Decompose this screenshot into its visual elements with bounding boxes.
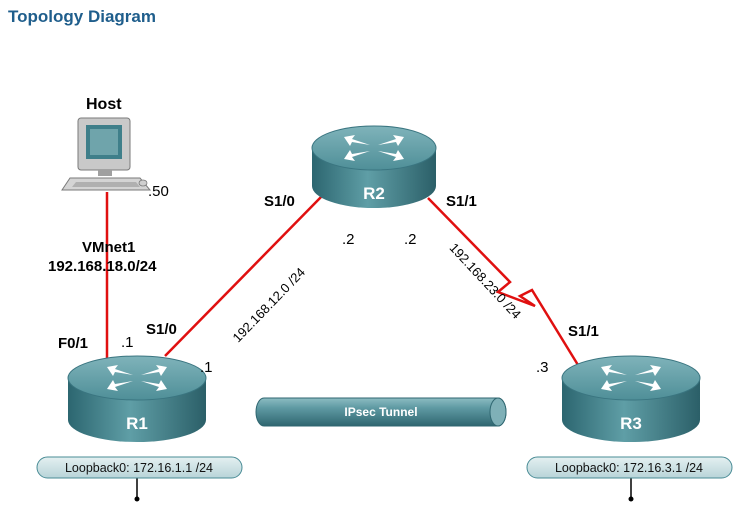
r3-s11-address: .3: [536, 359, 549, 376]
r2-r3-network-label: 192.168.23.0 /24: [447, 240, 525, 322]
router-r2-icon: [311, 125, 437, 208]
r1-f01-address: .1: [121, 334, 134, 351]
vmnet-network: 192.168.18.0/24: [48, 258, 157, 275]
r3-s11-label: S1/1: [568, 323, 599, 340]
ipsec-tunnel-icon: [255, 397, 507, 427]
ipsec-tunnel-label: IPsec Tunnel: [344, 405, 417, 419]
r1-loopback-dot: [134, 496, 140, 502]
vmnet-name: VMnet1: [82, 239, 135, 256]
router-r1-name: R1: [126, 414, 148, 433]
host-name: Host: [86, 96, 122, 113]
r1-loopback-badge: Loopback0: 172.16.1.1 /24: [36, 456, 243, 479]
r2-s11-address: .2: [404, 231, 417, 248]
r2-s10-label: S1/0: [264, 193, 295, 210]
r2-r3-serial-link: [427, 197, 580, 366]
r1-loopback-label: Loopback0: 172.16.1.1 /24: [65, 461, 213, 475]
router-r3-icon: [561, 355, 701, 442]
host-address: .50: [148, 183, 169, 200]
r1-s10-label: S1/0: [146, 321, 177, 338]
router-r1-icon: [67, 355, 207, 442]
host-pc-icon: [61, 117, 152, 191]
router-r3-name: R3: [620, 414, 642, 433]
r2-s10-address: .2: [342, 231, 355, 248]
router-r2-name: R2: [363, 184, 385, 203]
r3-loopback-badge: Loopback0: 172.16.3.1 /24: [526, 456, 733, 479]
r3-loopback-label: Loopback0: 172.16.3.1 /24: [555, 461, 703, 475]
r1-s10-address: .1: [200, 359, 213, 376]
r3-loopback-dot: [628, 496, 634, 502]
r1-r2-link: [164, 195, 323, 357]
r1-f01-label: F0/1: [58, 335, 88, 352]
page-title: Topology Diagram: [8, 7, 156, 26]
r2-s11-label: S1/1: [446, 193, 477, 210]
